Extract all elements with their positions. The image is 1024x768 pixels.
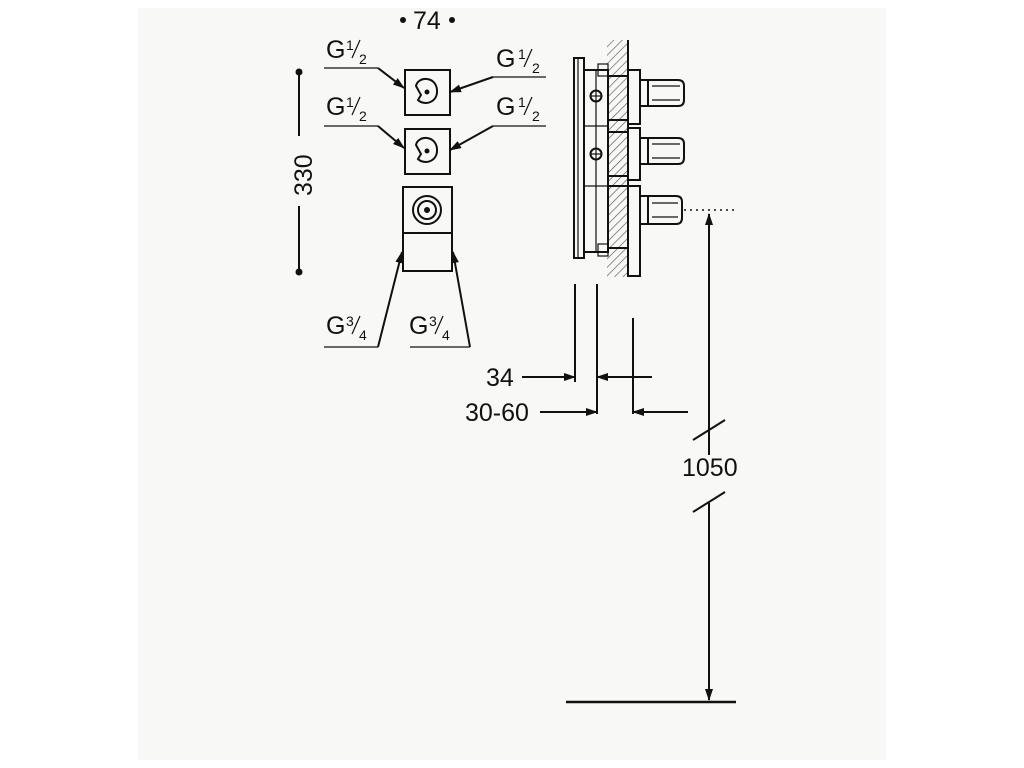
svg-text:G: G xyxy=(326,312,345,340)
embedded-box xyxy=(583,63,609,257)
svg-text:G: G xyxy=(326,93,345,121)
height-label: 330 xyxy=(290,154,318,196)
handle-bottom xyxy=(639,195,683,225)
mount-height-label: 1050 xyxy=(682,454,738,482)
width-label: 74 xyxy=(413,7,441,35)
depth-dimension-range: 30-60 xyxy=(465,399,688,427)
svg-text:2: 2 xyxy=(359,51,367,67)
thread-label-mid-right: G 1 2 xyxy=(449,93,546,151)
depth-34-label: 34 xyxy=(486,364,514,392)
svg-text:4: 4 xyxy=(359,327,367,343)
depth-dimension-34: 34 xyxy=(486,364,652,392)
thread-label-top-right: G 1 2 xyxy=(449,45,546,93)
cover-plate xyxy=(573,57,585,259)
svg-text:2: 2 xyxy=(532,108,540,124)
svg-text:G: G xyxy=(326,36,345,64)
width-dimension: 74 xyxy=(400,7,455,35)
svg-text:4: 4 xyxy=(442,327,450,343)
svg-text:2: 2 xyxy=(359,108,367,124)
svg-text:1: 1 xyxy=(346,37,354,53)
bottom-valve-plate xyxy=(402,186,453,272)
middle-valve-plate xyxy=(404,128,451,175)
svg-text:G: G xyxy=(496,93,515,121)
depth-range-label: 30-60 xyxy=(465,399,529,427)
thread-label-bottom-right: G 3 4 xyxy=(409,251,471,348)
svg-text:1: 1 xyxy=(518,46,526,62)
side-view: 34 30-60 1050 xyxy=(465,40,738,704)
handle-middle xyxy=(639,137,685,165)
svg-text:2: 2 xyxy=(532,60,540,76)
svg-text:3: 3 xyxy=(429,313,437,329)
thread-label-top-left: G 1 2 xyxy=(324,36,405,89)
svg-text:1: 1 xyxy=(346,94,354,110)
top-valve-plate xyxy=(404,69,451,116)
drawing-sheet xyxy=(138,8,886,760)
wall xyxy=(607,40,628,277)
mount-height-dimension: 1050 xyxy=(682,213,738,701)
svg-text:G: G xyxy=(409,312,428,340)
svg-text:G: G xyxy=(496,45,515,73)
height-dimension: 330 xyxy=(290,68,318,276)
handle-top xyxy=(639,79,685,107)
svg-text:1: 1 xyxy=(518,94,526,110)
thread-label-mid-left: G 1 2 xyxy=(324,93,405,149)
svg-text:3: 3 xyxy=(346,313,354,329)
thread-label-bottom-left: G 3 4 xyxy=(324,251,404,348)
front-view: 74 330 xyxy=(290,7,546,348)
